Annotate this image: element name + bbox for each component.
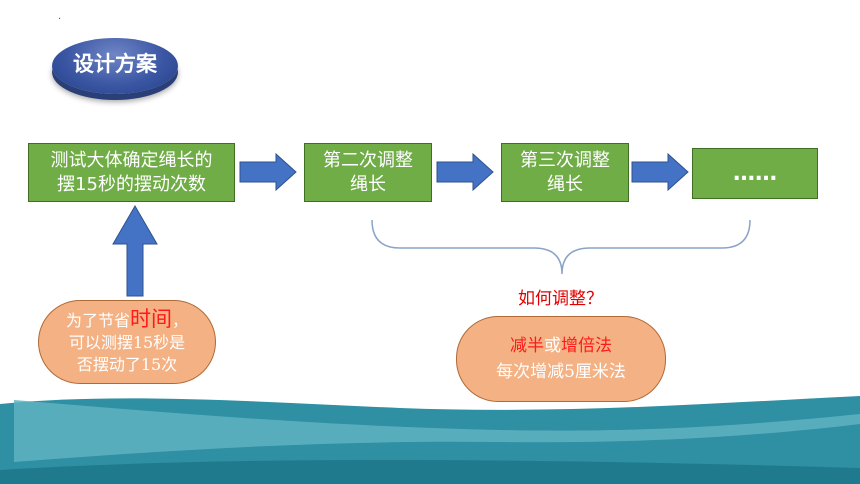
adjust-question: 如何调整？ [518, 289, 603, 309]
note-left-line3: 否摆动了15次 [76, 355, 178, 374]
step-box-1-line2: 摆15秒的摆动次数 [57, 173, 206, 195]
note-left-highlight: 时间 [130, 307, 172, 331]
step-box-3-line1: 第三次调整 [520, 149, 610, 171]
step-box-2-line1: 第二次调整 [323, 149, 413, 171]
step-box-4-text: …… [733, 160, 777, 186]
note-right-double: 增倍法 [561, 336, 612, 356]
note-right-line1: 减半或增倍法 [510, 333, 612, 359]
note-right-or: 或 [544, 336, 561, 356]
arrow-up [112, 205, 158, 297]
section-title-badge: 设计方案 [52, 38, 178, 94]
note-left-post: ， [172, 311, 189, 330]
step-box-3-line2: 绳长 [547, 173, 583, 195]
decor-dot: · [58, 14, 62, 25]
step-box-3: 第三次调整 绳长 [501, 143, 629, 202]
note-right-line2: 每次增减5厘米法 [496, 362, 626, 382]
wave-deep [0, 459, 860, 484]
step-box-1-line1: 测试大体确定绳长的 [50, 149, 213, 171]
note-left-line2: 可以测摆15秒是 [68, 333, 186, 352]
step-box-4: …… [692, 148, 818, 199]
note-left-line1: 为了节省时间， [66, 308, 188, 332]
step-box-1: 测试大体确定绳长的 摆15秒的摆动次数 [28, 143, 235, 202]
note-time-saving: 为了节省时间， 可以测摆15秒是 否摆动了15次 [38, 300, 216, 384]
note-adjust-method: 减半或增倍法 每次增减5厘米法 [456, 316, 666, 402]
step-box-2-line2: 绳长 [350, 173, 386, 195]
note-left-pre: 为了节省 [65, 311, 130, 330]
step-box-2: 第二次调整 绳长 [304, 143, 432, 202]
arrow-right-3 [631, 152, 689, 192]
arrow-right-2 [436, 152, 494, 192]
arrow-right-1 [239, 152, 297, 192]
wave-light [14, 400, 860, 462]
note-right-halve: 减半 [510, 336, 544, 356]
brace [371, 219, 751, 275]
